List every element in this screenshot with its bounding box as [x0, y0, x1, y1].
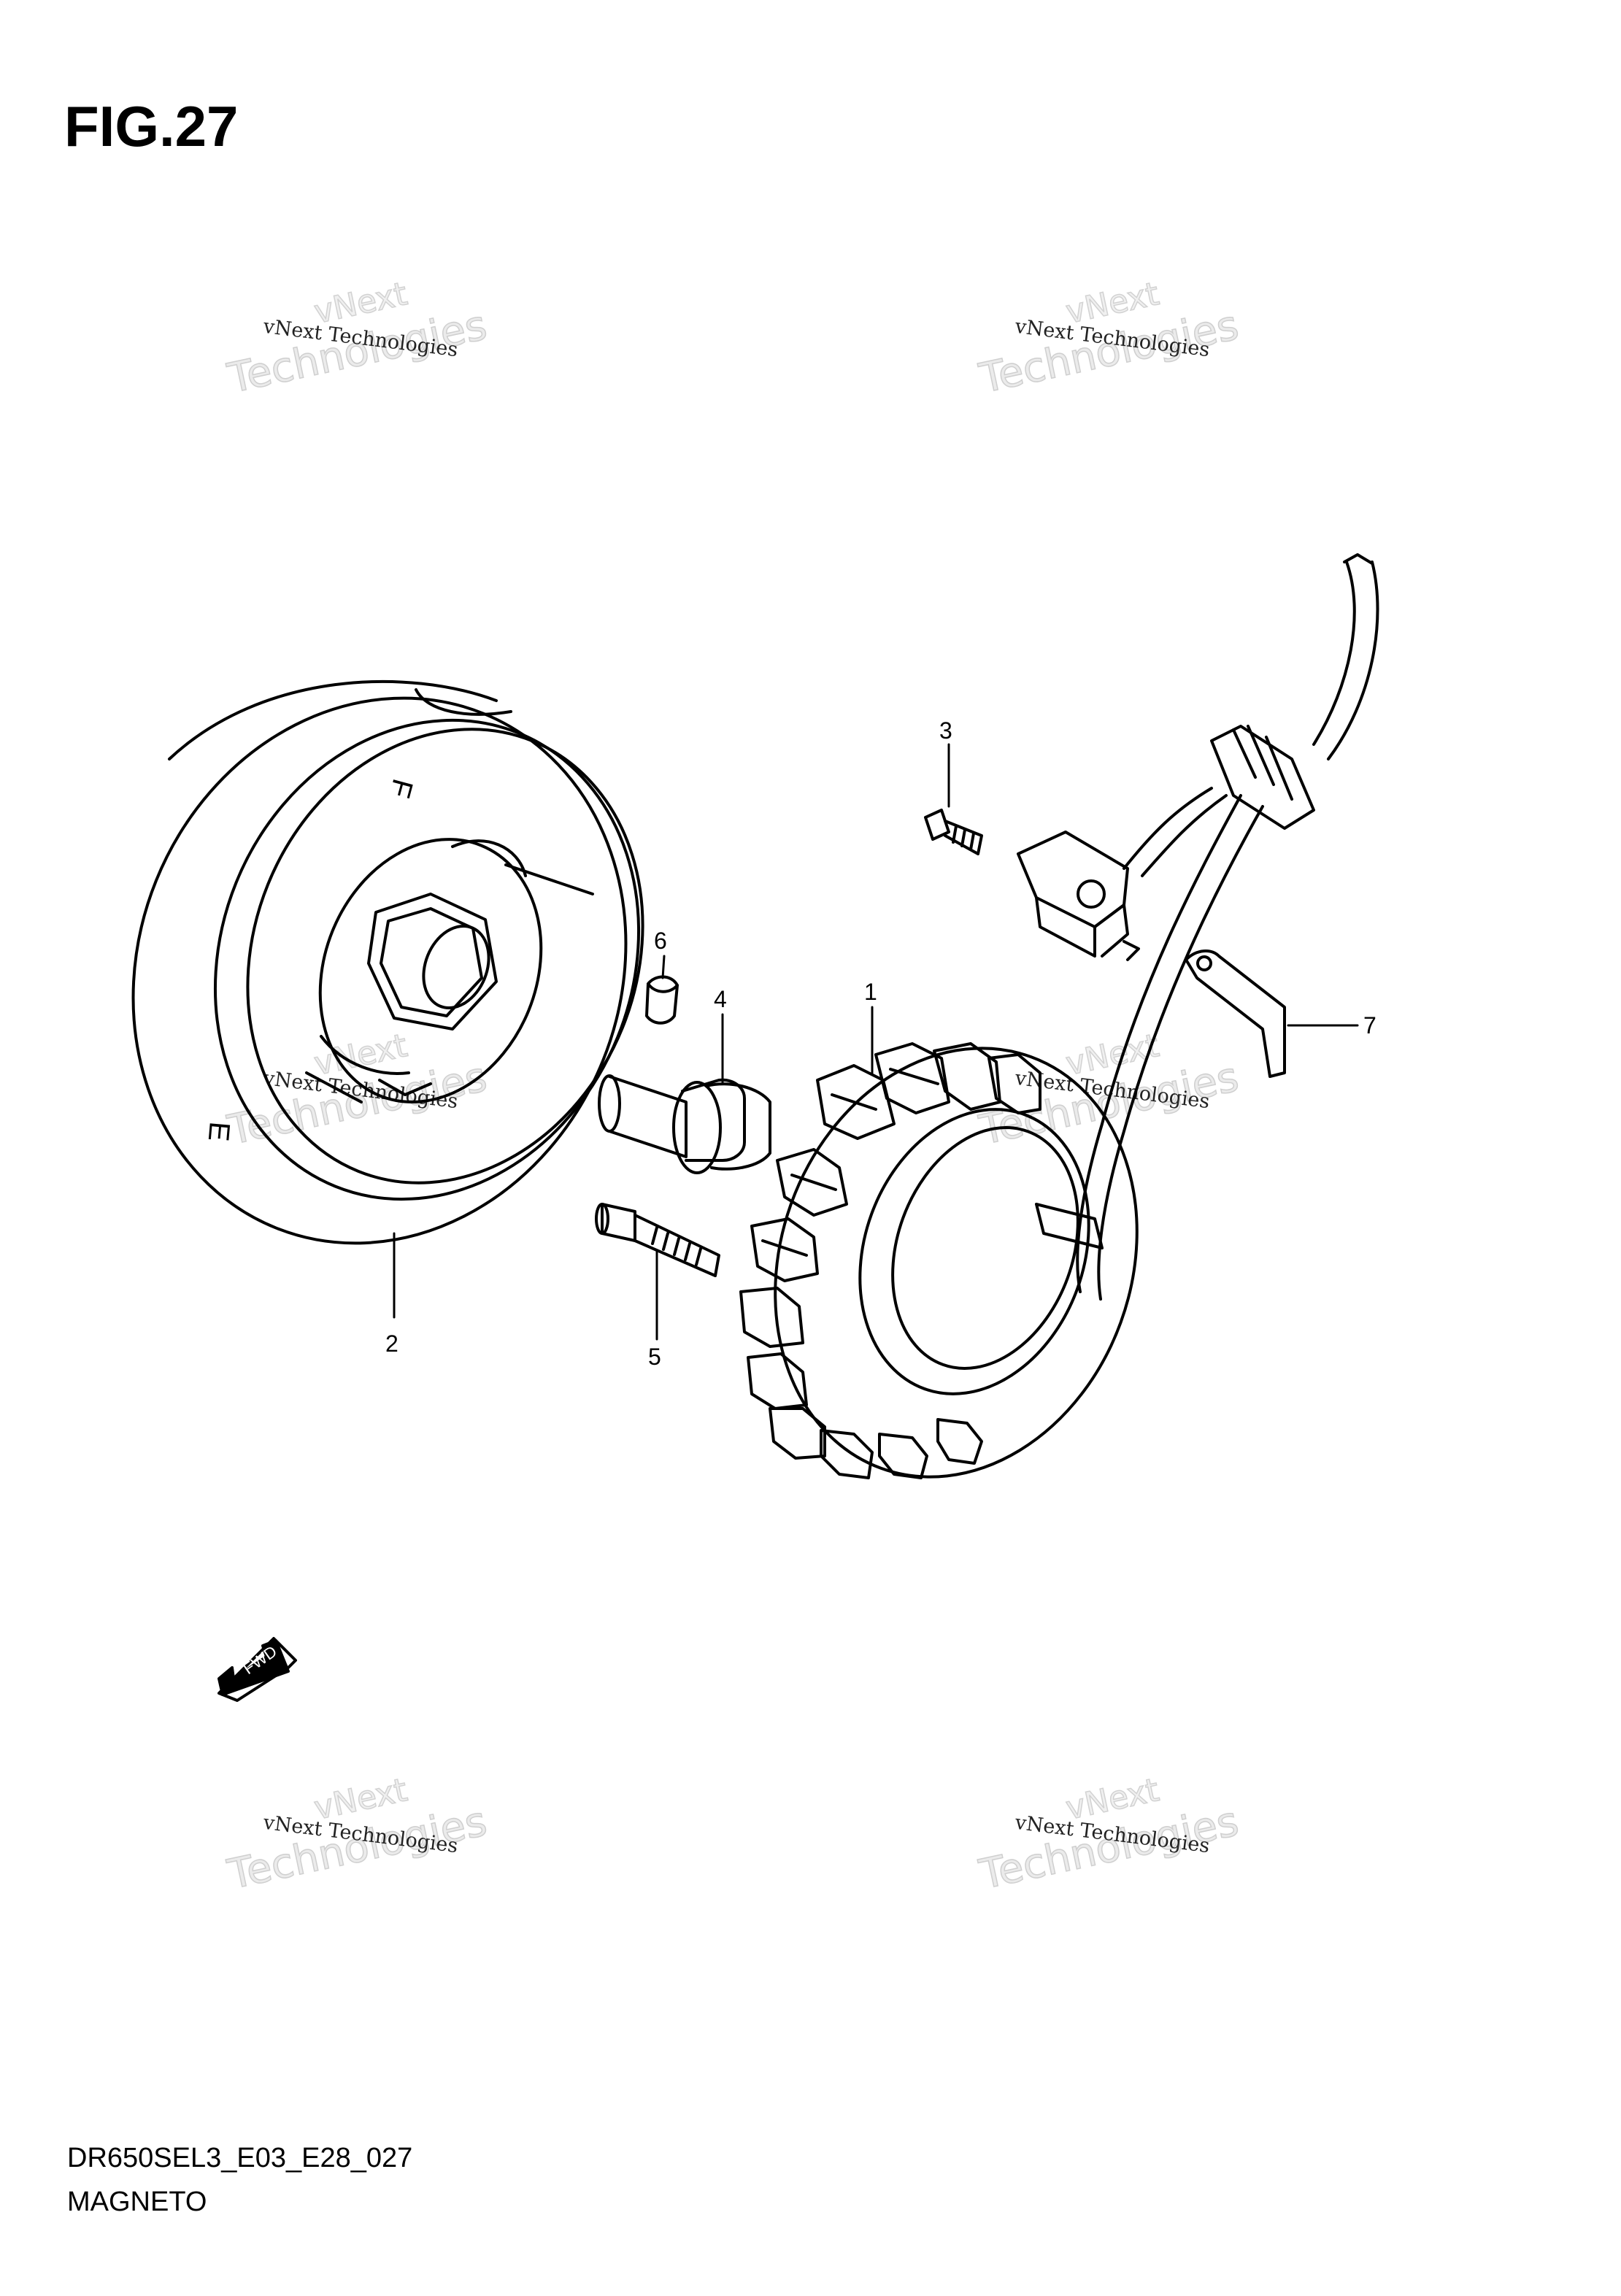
diagram-name: MAGNETO: [67, 2187, 207, 2217]
rotor-bolt-part: [598, 1074, 771, 1174]
stator-screw-part: [595, 1203, 720, 1277]
pickup-screw-part: [924, 809, 983, 855]
rotor-mark-f: F: [383, 776, 419, 801]
wire-clamp-part: [1185, 949, 1286, 1078]
figure-title: FIG.27: [64, 94, 239, 158]
callout-5: 5: [648, 1344, 661, 1370]
callout-6: 6: [654, 928, 667, 954]
callout-7: 7: [1363, 1012, 1376, 1039]
wire-harness: [1017, 553, 1379, 1301]
callouts: 3 6 4 1 7 2 5: [385, 717, 1376, 1370]
callout-3: 3: [939, 717, 952, 744]
rotor-mark-e: E: [202, 1120, 236, 1142]
leader-lines: [393, 743, 1359, 1341]
callout-4: 4: [714, 986, 727, 1012]
rotor-part: F E: [131, 679, 644, 1245]
callout-2: 2: [385, 1330, 398, 1357]
fwd-arrow-icon: FWD: [217, 1637, 297, 1702]
key-part: [645, 975, 679, 1025]
callout-1: 1: [864, 979, 877, 1005]
stator-part: [739, 1042, 1139, 1479]
diagram-code: DR650SEL3_E03_E28_027: [67, 2143, 413, 2173]
